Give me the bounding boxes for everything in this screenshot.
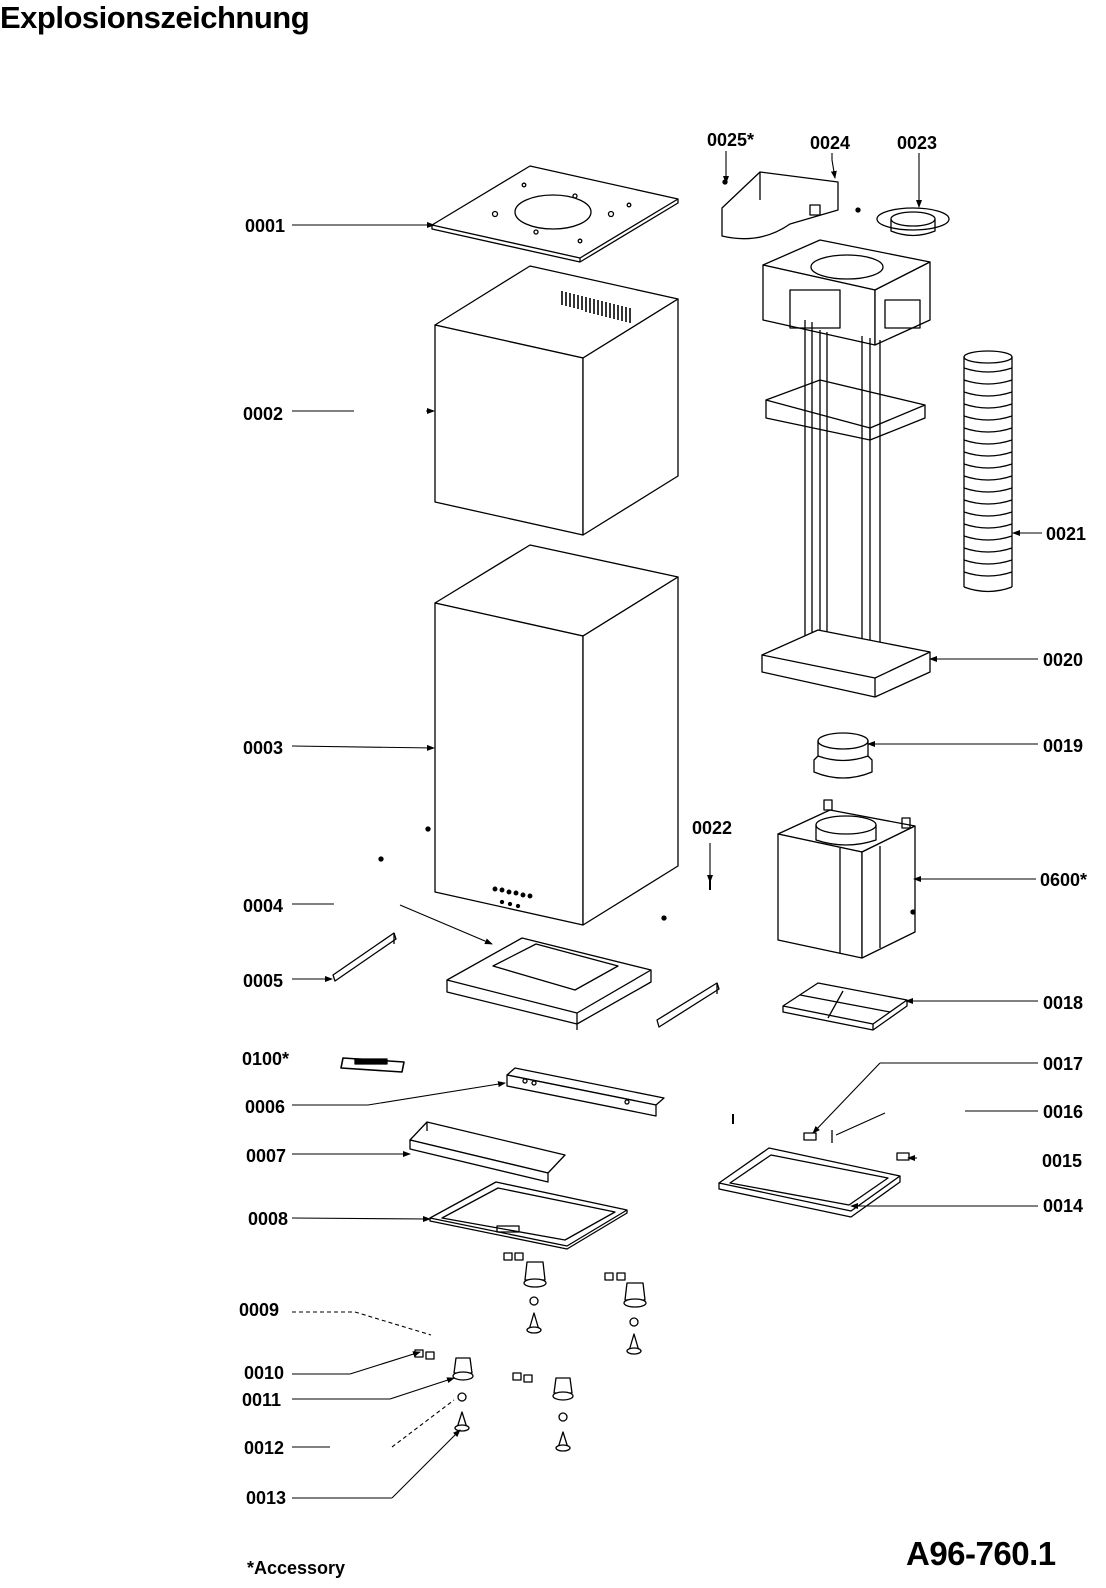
part-0014-bottom-panel — [719, 1148, 900, 1217]
part-0019-reducer — [814, 733, 872, 778]
label-0005: 0005 — [243, 971, 284, 991]
label-0021: 0021 — [1046, 524, 1087, 544]
leader-lines — [292, 151, 1042, 1498]
part-0100-accessory-module — [341, 1058, 404, 1072]
label-0004: 0004 — [243, 896, 284, 916]
part-0004-mounting-frame — [447, 938, 651, 1030]
part-0600-motor-unit — [778, 800, 915, 958]
label-0008: 0008 — [248, 1209, 289, 1229]
label-0018: 0018 — [1043, 993, 1084, 1013]
label-0020: 0020 — [1043, 650, 1084, 670]
label-0009: 0009 — [239, 1300, 280, 1320]
accessory-footnote: *Accessory — [247, 1558, 346, 1578]
part-0008-glass-panel — [430, 1182, 627, 1249]
label-0022: 0022 — [692, 818, 733, 838]
label-0001: 0001 — [245, 216, 286, 236]
label-0006: 0006 — [245, 1097, 286, 1117]
part-0023-ring-flange — [877, 208, 949, 236]
label-0025: 0025* — [707, 130, 755, 150]
part-0018-grease-filter — [783, 983, 907, 1030]
part-0020-support-frame — [762, 240, 930, 697]
label-0015: 0015 — [1042, 1151, 1083, 1171]
label-0023: 0023 — [897, 133, 938, 153]
label-0003: 0003 — [243, 738, 284, 758]
label-0011: 0011 — [242, 1390, 282, 1410]
label-0100: 0100* — [242, 1049, 290, 1069]
label-0013: 0013 — [246, 1488, 287, 1508]
label-0007: 0007 — [246, 1146, 287, 1166]
page-title: Explosionszeichnung — [0, 0, 310, 35]
part-0006-control-rail — [507, 1068, 664, 1116]
label-0012: 0012 — [244, 1438, 285, 1458]
label-0016: 0016 — [1043, 1102, 1084, 1122]
part-0002-upper-chimney — [435, 266, 678, 535]
label-0017: 0017 — [1043, 1054, 1084, 1074]
drawing-number: A96-760.1 — [906, 1535, 1056, 1572]
part-0001-top-cover-plate — [432, 166, 678, 262]
label-0019: 0019 — [1043, 736, 1084, 756]
part-0007-channel-profile — [410, 1122, 565, 1182]
part-lamp-sets — [415, 1253, 646, 1451]
label-0014: 0014 — [1043, 1196, 1084, 1216]
part-0024-duct-adapter — [722, 172, 860, 239]
label-0002: 0002 — [243, 404, 284, 424]
label-0600: 0600* — [1040, 870, 1088, 890]
part-0003-lower-chimney — [379, 545, 678, 925]
label-0010: 0010 — [244, 1363, 285, 1383]
part-0021-flexible-hose — [964, 351, 1012, 592]
label-0024: 0024 — [810, 133, 851, 153]
part-0005-side-brackets — [333, 933, 719, 1027]
